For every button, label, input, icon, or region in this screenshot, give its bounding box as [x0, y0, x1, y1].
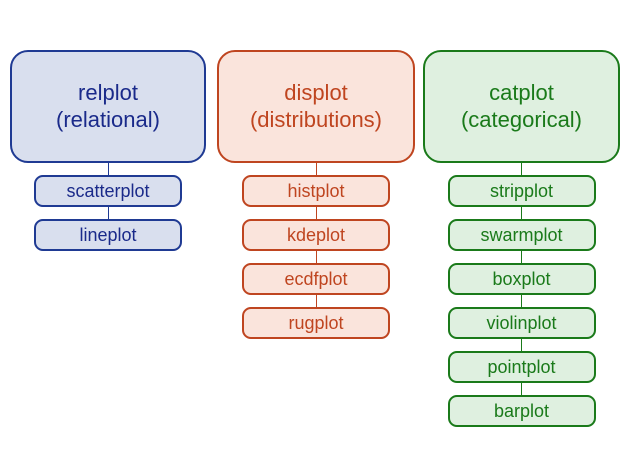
- connector-line: [521, 163, 522, 175]
- child-label-violinplot: violinplot: [486, 312, 557, 333]
- child-box-rugplot[interactable]: rugplot: [242, 307, 390, 339]
- parent-subtitle-relplot: (relational): [56, 106, 160, 132]
- parent-box-displot[interactable]: displot (distributions): [217, 50, 415, 163]
- child-box-violinplot[interactable]: violinplot: [447, 307, 596, 339]
- child-label-stripplot: stripplot: [489, 180, 554, 201]
- child-box-ecdfplot[interactable]: ecdfplot: [242, 263, 390, 295]
- connector-line: [521, 251, 522, 263]
- connector-line: [107, 207, 109, 219]
- child-box-barplot[interactable]: barplot: [447, 395, 596, 427]
- child-box-stripplot[interactable]: stripplot: [447, 175, 596, 207]
- connector-line: [521, 295, 522, 307]
- parent-title-displot: displot: [284, 79, 348, 105]
- child-label-pointplot: pointplot: [487, 356, 556, 377]
- child-label-ecdfplot: ecdfplot: [284, 268, 348, 289]
- parent-box-relplot[interactable]: relplot (relational): [10, 50, 206, 163]
- child-label-histplot: histplot: [287, 180, 345, 201]
- child-box-swarmplot[interactable]: swarmplot: [447, 219, 596, 251]
- child-label-scatterplot: scatterplot: [66, 180, 150, 201]
- parent-subtitle-displot: (distributions): [249, 106, 383, 132]
- connector-line: [521, 383, 522, 395]
- child-box-histplot[interactable]: histplot: [242, 175, 390, 207]
- parent-title-catplot: catplot: [489, 79, 554, 105]
- connector-line: [315, 295, 317, 307]
- child-box-pointplot[interactable]: pointplot: [447, 351, 596, 383]
- child-box-scatterplot[interactable]: scatterplot: [34, 175, 182, 207]
- connector-line: [107, 163, 109, 175]
- child-label-barplot: barplot: [493, 400, 550, 421]
- parent-box-catplot[interactable]: catplot (categorical): [423, 50, 620, 163]
- connector-line: [315, 163, 317, 175]
- parent-title-relplot: relplot: [78, 79, 138, 105]
- connector-line: [315, 207, 317, 219]
- child-label-boxplot: boxplot: [492, 268, 551, 289]
- child-label-kdeplot: kdeplot: [286, 224, 346, 245]
- connector-line: [521, 207, 522, 219]
- child-box-boxplot[interactable]: boxplot: [447, 263, 596, 295]
- parent-subtitle-catplot: (categorical): [460, 106, 583, 132]
- child-box-lineplot[interactable]: lineplot: [34, 219, 182, 251]
- child-label-swarmplot: swarmplot: [480, 224, 563, 245]
- child-label-lineplot: lineplot: [79, 224, 137, 245]
- column-catplot: catplot (categorical) stripplot swarmplo…: [423, 50, 620, 427]
- column-relplot: relplot (relational) scatterplot lineplo…: [10, 50, 206, 251]
- child-box-kdeplot[interactable]: kdeplot: [242, 219, 390, 251]
- connector-line: [315, 251, 317, 263]
- connector-line: [521, 339, 522, 351]
- column-displot: displot (distributions) histplot kdeplot…: [217, 50, 415, 339]
- child-label-rugplot: rugplot: [288, 312, 344, 333]
